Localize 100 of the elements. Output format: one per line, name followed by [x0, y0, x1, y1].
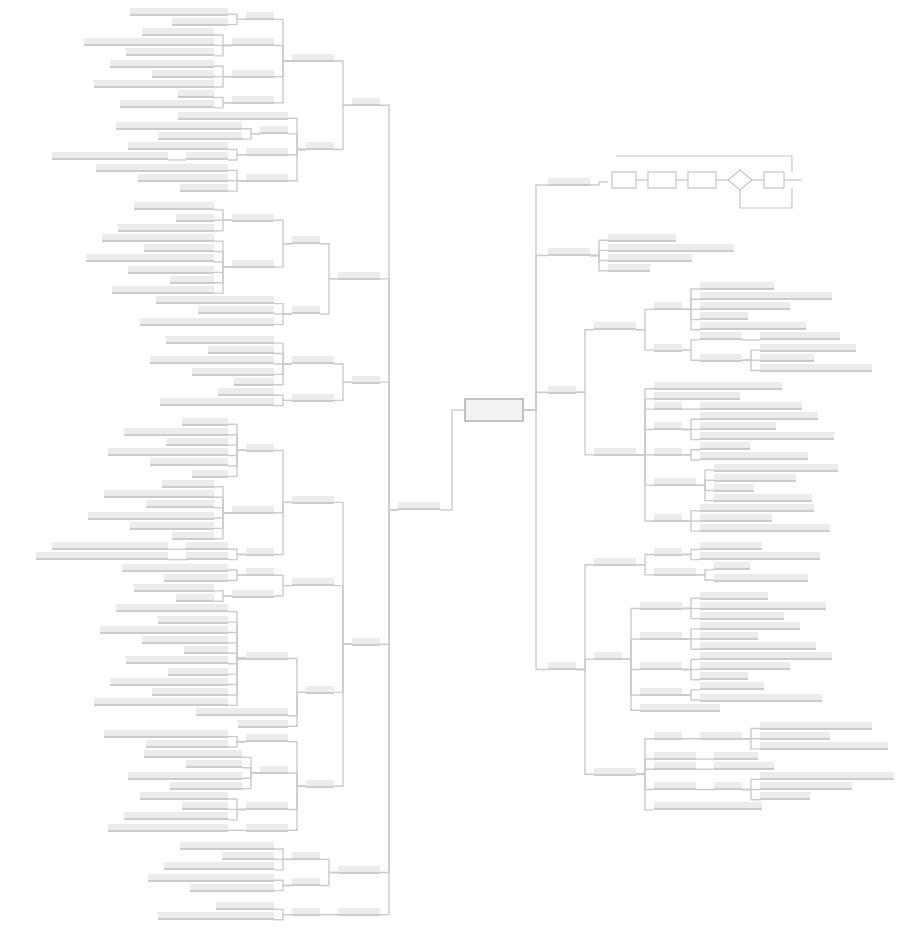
placeholder-bar: [594, 322, 636, 331]
placeholder-bar: [700, 524, 830, 533]
placeholder-bar: [246, 173, 288, 182]
placeholder-bar: [86, 254, 214, 263]
placeholder-bar: [246, 547, 274, 556]
connector-line: [227, 553, 247, 561]
placeholder-bar: [760, 332, 840, 341]
placeholder-bar: [192, 367, 274, 376]
placeholder-bar: [156, 296, 274, 305]
placeholder-bar: [172, 17, 228, 26]
placeholder-bar: [292, 54, 334, 63]
placeholder-bar: [232, 260, 274, 269]
connector-line: [741, 788, 761, 801]
placeholder-bar: [100, 625, 228, 634]
placeholder-bar: [186, 152, 228, 161]
placeholder-bar: [714, 752, 758, 761]
placeholder-bar: [700, 412, 818, 421]
connector-line: [681, 520, 701, 532]
connector-line: [681, 694, 701, 701]
placeholder-bar: [150, 458, 228, 467]
placeholder-bar: [760, 792, 810, 801]
placeholder-bar: [52, 152, 168, 161]
placeholder-bar: [94, 698, 228, 707]
placeholder-bar: [218, 388, 274, 397]
placeholder-bar: [126, 48, 214, 57]
placeholder-bar: [760, 731, 830, 740]
placeholder-bar: [548, 385, 576, 394]
placeholder-bar: [760, 343, 856, 352]
placeholder-bar: [180, 184, 228, 193]
placeholder-bar: [144, 750, 242, 759]
placeholder-bar: [260, 126, 288, 135]
placeholder-bar: [246, 568, 274, 577]
placeholder-bar: [760, 363, 872, 372]
placeholder-bar: [548, 248, 590, 257]
connector-line: [241, 772, 261, 790]
placeholder-bar: [232, 38, 274, 47]
connector-line: [681, 553, 701, 561]
connector-line: [273, 501, 293, 556]
placeholder-bar: [186, 542, 228, 551]
placeholder-bar: [116, 604, 228, 613]
placeholder-bar: [128, 771, 242, 780]
placeholder-bar: [238, 719, 288, 728]
connector-line: [227, 154, 247, 161]
placeholder-bar: [292, 578, 334, 587]
placeholder-bar: [760, 741, 888, 750]
placeholder-bar: [186, 760, 242, 769]
placeholder-bar: [548, 662, 576, 671]
placeholder-bar: [142, 28, 214, 36]
placeholder-bar: [110, 677, 228, 686]
placeholder-bar: [246, 823, 288, 832]
placeholder-bar: [124, 427, 228, 436]
placeholder-bar: [760, 772, 894, 781]
placeholder-bar: [306, 142, 334, 151]
placeholder-bar: [306, 779, 334, 788]
placeholder-bar: [700, 514, 772, 522]
connector-line: [213, 266, 233, 294]
placeholder-bar: [36, 552, 168, 561]
placeholder-bar: [246, 734, 288, 743]
placeholder-bar: [150, 356, 274, 365]
connector-line: [273, 243, 293, 268]
connector-line: [621, 658, 641, 711]
placeholder-bar: [338, 865, 380, 874]
connector-line: [695, 758, 715, 760]
connector-line: [681, 408, 701, 410]
placeholder-bar: [164, 862, 274, 871]
placeholder-bar: [654, 782, 696, 791]
placeholder-bar: [170, 275, 214, 284]
placeholder-bar: [168, 667, 228, 676]
placeholder-bar: [128, 142, 228, 151]
placeholder-bar: [760, 721, 872, 730]
placeholder-bar: [178, 111, 288, 120]
connector-line: [287, 148, 307, 182]
connector-line: [741, 359, 761, 372]
connector-line: [333, 381, 353, 402]
placeholder-bar: [128, 265, 214, 274]
connector-line: [227, 808, 247, 821]
placeholder-bar: [104, 729, 228, 738]
connector-line: [273, 913, 293, 921]
placeholder-bar: [292, 236, 320, 245]
placeholder-bar: [108, 448, 228, 457]
connector-line: [741, 339, 761, 341]
placeholder-bar: [700, 442, 750, 451]
placeholder-bar: [122, 563, 228, 572]
placeholder-bar: [292, 393, 334, 402]
placeholder-bar: [158, 615, 228, 624]
placeholder-bar: [714, 562, 750, 571]
connector-line: [635, 564, 655, 576]
topic-box: [464, 398, 524, 422]
connector-line: [273, 858, 293, 871]
connector-line: [589, 254, 609, 272]
placeholder-bar: [338, 271, 380, 280]
placeholder-bar: [140, 317, 274, 326]
placeholder-bar: [640, 632, 682, 640]
connector-line: [227, 657, 247, 707]
connector-line: [287, 785, 307, 831]
placeholder-bar: [208, 346, 274, 355]
placeholder-bar: [654, 514, 682, 522]
placeholder-bar: [232, 95, 274, 104]
connector-line: [333, 643, 353, 787]
placeholder-bar: [126, 656, 228, 665]
